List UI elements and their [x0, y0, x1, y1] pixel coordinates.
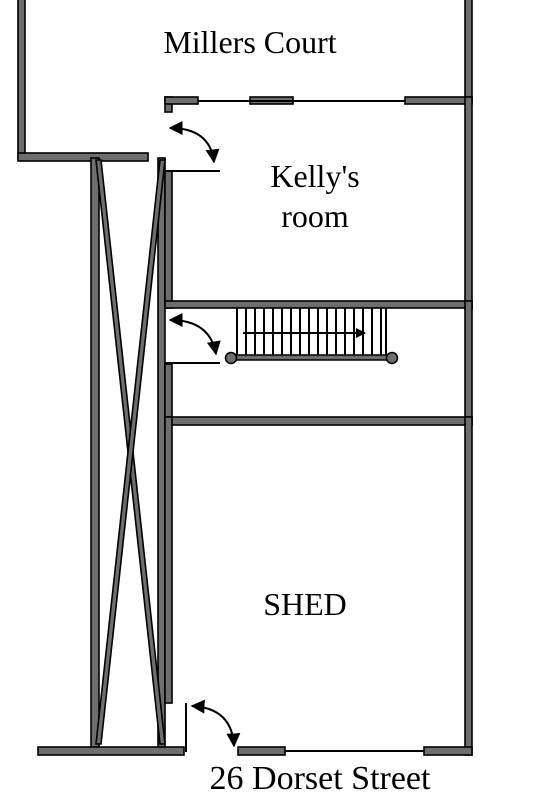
- kellys-room-label: Kelly's room: [240, 156, 390, 236]
- passage-walls: [37, 157, 185, 756]
- kellys-room-label-line2: room: [281, 198, 349, 234]
- stair-post-right: [385, 351, 399, 365]
- door-swing-arrow-icon: [168, 313, 221, 356]
- stair-rail: [229, 354, 393, 361]
- staircase: [224, 308, 399, 365]
- door-swing-arrow-icon: [168, 121, 220, 164]
- shed-walls: [164, 416, 473, 756]
- shed-label: SHED: [263, 586, 347, 622]
- millers-court-label: Millers Court: [163, 24, 337, 60]
- door-swing-arrow-icon: [190, 699, 241, 748]
- street-address-label: 26 Dorset Street: [209, 760, 431, 797]
- stair-post-left: [224, 351, 238, 365]
- kellys-room-label-line1: Kelly's: [270, 158, 360, 194]
